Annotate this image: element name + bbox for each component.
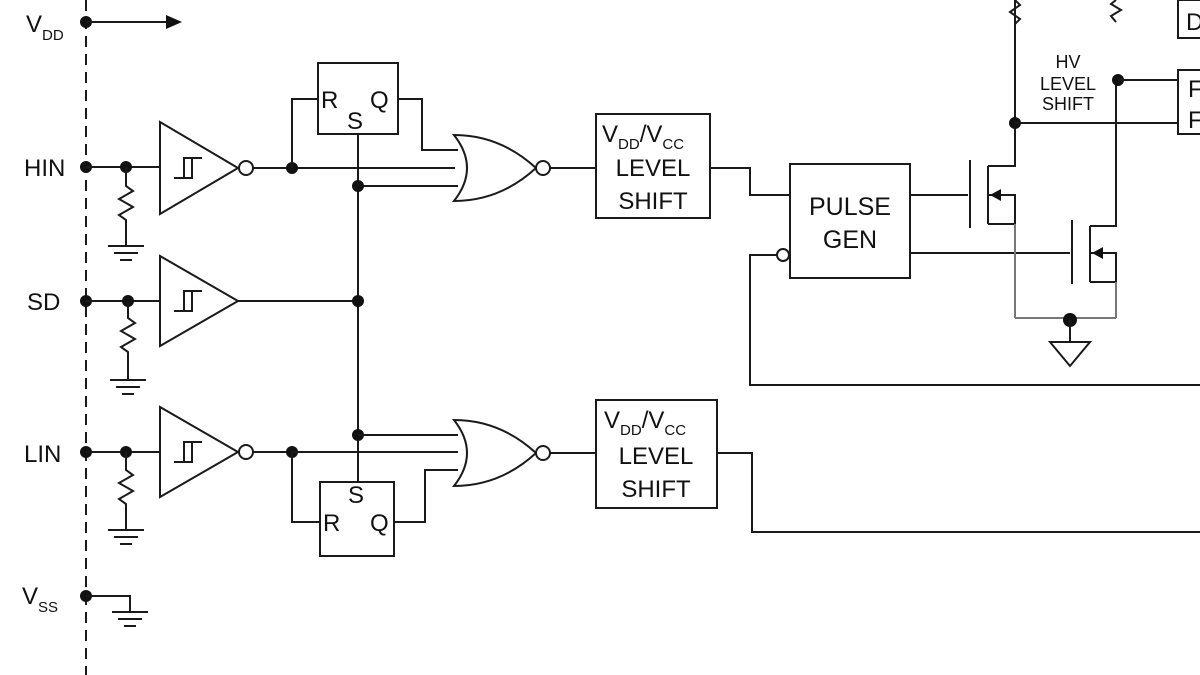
svg-text:LEVEL: LEVEL xyxy=(616,155,691,182)
vdd-arrow-icon xyxy=(166,15,182,29)
latch-high-q-wire xyxy=(398,98,458,151)
pulse-gen-reset-bubble xyxy=(776,248,790,262)
sd-schmitt-buffer xyxy=(159,254,241,348)
vss-pin: VSS xyxy=(22,583,148,627)
svg-text:Q: Q xyxy=(370,87,389,114)
svg-text:VDD/VCC: VDD/VCC xyxy=(604,407,686,439)
lin-pulldown-resistor xyxy=(108,452,144,545)
vss-label: VSS xyxy=(22,583,58,616)
latch-high: R S Q xyxy=(317,62,399,135)
nor-low-invert-bubble xyxy=(535,445,551,461)
sd-bus-junction-1 xyxy=(352,180,364,192)
svg-text:HV: HV xyxy=(1055,52,1080,72)
svg-text:S: S xyxy=(347,108,363,135)
hin-to-latch-r-wire xyxy=(291,98,318,168)
ls-high-to-pulse-wire xyxy=(710,167,790,196)
nor-gate-high xyxy=(451,133,551,203)
hin-input: HIN xyxy=(24,98,455,261)
latch-low: S R Q xyxy=(319,481,395,557)
ls-low-out-wire xyxy=(717,452,1200,533)
svg-text:SHIFT: SHIFT xyxy=(621,476,691,503)
hin-invert-bubble xyxy=(238,160,254,176)
nor-high-invert-bubble xyxy=(535,160,551,176)
svg-text:PULSE: PULSE xyxy=(809,193,891,221)
pulse-gen-block: PULSE GEN xyxy=(789,163,911,279)
lin-invert-bubble xyxy=(238,444,254,460)
right-edge-blocks: D F F xyxy=(1177,0,1200,135)
svg-text:F: F xyxy=(1188,76,1200,103)
lin-schmitt-buffer xyxy=(159,405,254,499)
hin-label: HIN xyxy=(24,155,65,182)
lin-label: LIN xyxy=(24,441,61,468)
set-load-resistor xyxy=(1008,0,1022,30)
reset-load-resistor xyxy=(1109,0,1123,23)
svg-text:GEN: GEN xyxy=(823,226,877,254)
vdd-pin: VDD xyxy=(26,11,182,44)
sd-label: SD xyxy=(27,289,60,316)
svg-text:LEVEL: LEVEL xyxy=(619,443,694,470)
level-shift-low-block: VDD/VCC LEVEL SHIFT xyxy=(595,399,718,509)
level-shift-high-block: VDD/VCC LEVEL SHIFT xyxy=(595,113,711,219)
svg-text:F: F xyxy=(1188,107,1200,134)
vss-ground-icon xyxy=(112,611,148,627)
nor-gate-low xyxy=(451,418,551,488)
nmos-transistor-reset xyxy=(1071,80,1117,284)
hv-level-shift-label: HV LEVEL SHIFT xyxy=(1040,52,1096,114)
hin-pulldown-resistor xyxy=(108,167,144,261)
sd-pulldown-resistor xyxy=(110,301,146,395)
svg-text:R: R xyxy=(323,510,340,537)
svg-text:D: D xyxy=(1186,9,1200,36)
sd-input: SD xyxy=(27,254,364,395)
feedback-wire xyxy=(749,254,1200,386)
svg-text:R: R xyxy=(321,87,338,114)
vdd-label: VDD xyxy=(26,11,64,44)
nmos-transistor-set xyxy=(969,128,1016,228)
svg-text:LEVEL: LEVEL xyxy=(1040,74,1096,94)
svg-text:SHIFT: SHIFT xyxy=(1042,94,1094,114)
svg-text:VDD/VCC: VDD/VCC xyxy=(602,121,684,153)
sd-bus-junction-2 xyxy=(352,295,364,307)
svg-text:S: S xyxy=(348,482,364,509)
lin-input: LIN xyxy=(24,405,458,545)
svg-text:Q: Q xyxy=(370,510,389,537)
ground-icon xyxy=(1047,313,1093,368)
svg-text:SHIFT: SHIFT xyxy=(618,188,688,215)
hin-schmitt-buffer xyxy=(159,120,254,216)
